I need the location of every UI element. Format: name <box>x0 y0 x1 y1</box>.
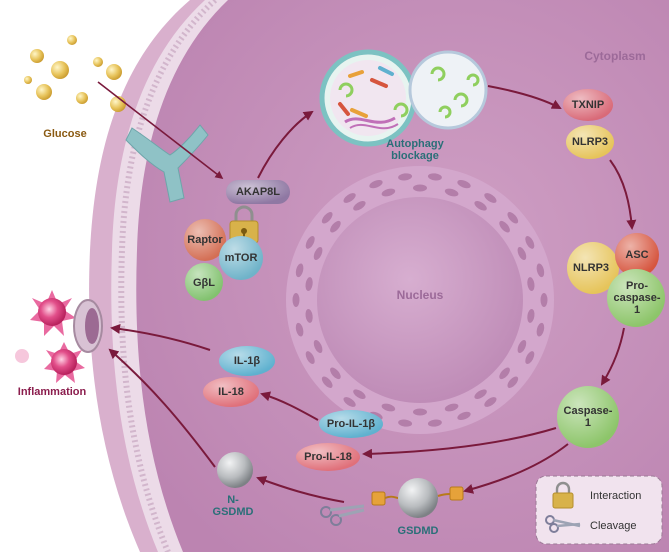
nuclear-pore <box>313 246 323 261</box>
nuclear-pore <box>499 220 510 233</box>
nuclear-pore <box>398 419 413 427</box>
nuclear-pores <box>292 173 548 427</box>
nuclear-pore <box>474 201 487 211</box>
asc-node: ASC <box>625 249 649 261</box>
gsdmd-label: GSDMD <box>397 525 439 537</box>
nucleus-label: Nucleus <box>396 288 444 302</box>
il-18-node: IL-18 <box>218 386 244 398</box>
nuclear-pore <box>353 389 366 399</box>
nuclear-pore <box>330 367 341 380</box>
nuclear-pore <box>457 411 471 421</box>
nuclear-pore <box>474 389 487 399</box>
nuclear-pore <box>305 235 315 249</box>
gbl-node: GβL <box>193 277 215 289</box>
nuclear-pore <box>527 308 535 323</box>
nuclear-pore <box>343 397 356 407</box>
legend-interaction-label: Interaction <box>590 490 642 502</box>
nlrp3-node-complex: NLRP3 <box>572 262 610 274</box>
nuclear-pore <box>369 179 383 189</box>
il-1b-node: IL-1β <box>233 355 261 367</box>
raptor-node: Raptor <box>187 234 223 246</box>
nuclear-pore <box>484 193 497 203</box>
autophagy-vesicles <box>319 49 488 147</box>
nuclear-pore <box>330 220 341 233</box>
nuclear-pore <box>499 367 510 380</box>
nuclear-pore <box>427 173 442 181</box>
nuclear-pore <box>536 322 545 337</box>
scissors-icon <box>320 504 365 526</box>
legend-cleavage-label: Cleavage <box>590 520 637 532</box>
nucleus <box>317 197 523 403</box>
mtor-node: mTOR <box>224 252 258 264</box>
pathway-arrows <box>97 81 637 503</box>
nlrp3-node-top: NLRP3 <box>571 136 609 148</box>
inflammation-label: Inflammation <box>17 386 87 398</box>
nuclear-pore <box>295 263 304 278</box>
nuclear-pore <box>427 419 442 427</box>
nuclear-pore <box>413 184 427 192</box>
nuclear-pore <box>484 397 497 407</box>
nuclear-pore <box>381 403 396 412</box>
nuclear-pore <box>313 339 323 354</box>
nuclear-pore <box>444 188 459 197</box>
txnip-node: TXNIP <box>571 99 605 111</box>
nuclear-pore <box>381 188 396 197</box>
nuclear-pore <box>517 246 527 261</box>
pro-caspase-1-node: Pro-caspase-1 <box>613 280 661 316</box>
nuclear-pore <box>507 376 519 388</box>
nuclear-pore <box>540 293 548 307</box>
nuclear-pore <box>295 322 304 337</box>
nuclear-pore <box>398 173 413 181</box>
nuclear-pore <box>536 263 545 278</box>
nuclear-pore <box>457 179 471 189</box>
nuclear-pore <box>353 201 366 211</box>
nuclear-pore <box>292 293 300 307</box>
pro-il-1b-node: Pro-IL-1β <box>326 418 376 430</box>
caspase-1-node: Caspase-1 <box>563 405 613 429</box>
inflammation-cluster <box>15 290 85 383</box>
nuclear-pore <box>444 403 459 412</box>
nuclear-pore <box>525 235 535 249</box>
nuclear-pore <box>413 408 427 416</box>
nuclear-pore <box>305 277 313 292</box>
node-shapes <box>184 89 665 518</box>
glucose-particles <box>24 35 126 112</box>
membrane-dashes <box>118 0 218 552</box>
nuclear-pore <box>517 339 527 354</box>
n-gsdmd-label: N-GSDMD <box>212 494 254 518</box>
nuclear-pore <box>305 308 313 323</box>
nuclear-pore <box>305 351 315 365</box>
nuclear-pore <box>507 212 519 224</box>
akap8l-node: AKAP8L <box>235 186 281 198</box>
membrane-pore <box>73 299 103 353</box>
glucose-label: Glucose <box>43 128 87 140</box>
legend-lock-icon <box>552 481 574 509</box>
legend-scissors-icon <box>545 515 581 533</box>
cytoplasm-label: Cytoplasm <box>584 49 646 63</box>
legend-box <box>535 475 663 545</box>
nuclear-pore <box>527 277 535 292</box>
nuclear-pore <box>321 376 333 388</box>
nuclear-pore <box>343 193 356 203</box>
nuclear-pore <box>321 212 333 224</box>
glucose-transporter <box>125 124 209 203</box>
nuclear-pore <box>525 351 535 365</box>
pro-il-18-node: Pro-IL-18 <box>304 451 352 463</box>
